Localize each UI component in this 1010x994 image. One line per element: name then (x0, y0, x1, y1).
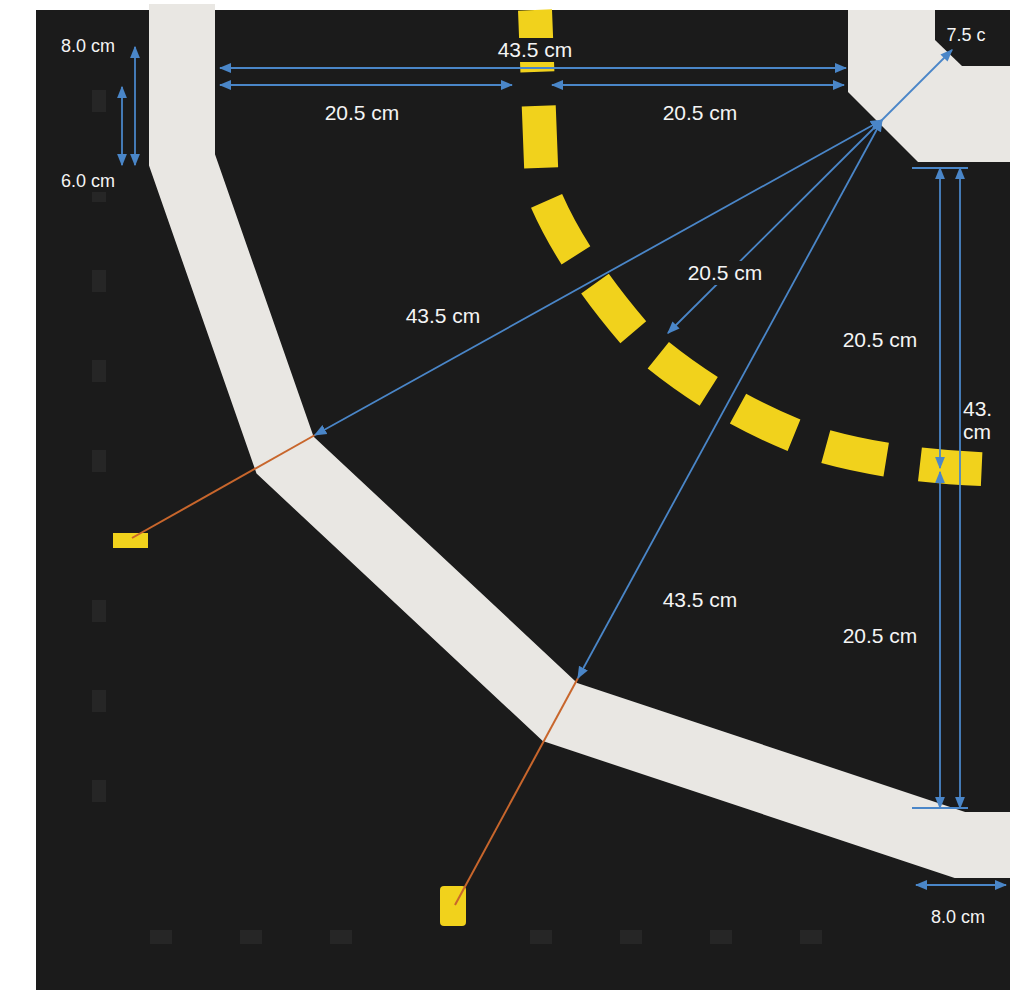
dimension-label: 7.5 c (943, 26, 988, 46)
dimension-label: 6.0 cm (58, 172, 118, 192)
dimension-label: 43. cm (960, 397, 1006, 443)
foam-mat (935, 10, 1010, 66)
orange-guide (132, 435, 578, 905)
dimension-label: 43.5 cm (495, 38, 576, 61)
white-tape (182, 4, 1010, 845)
dimension-label: 20.5 cm (322, 101, 403, 124)
yellow-dashed-tape (535, 10, 1010, 470)
dimension-label: 20.5 cm (685, 261, 766, 284)
dimension-label: 20.5 cm (840, 328, 921, 351)
yellow-marker (113, 533, 148, 548)
dimension-label: 43.5 cm (403, 304, 484, 327)
dimension-label: 43.5 cm (660, 588, 741, 611)
dimension-label: 8.0 cm (928, 908, 988, 928)
dimension-line (122, 47, 1006, 885)
dimension-label: 20.5 cm (660, 101, 741, 124)
dimension-label: 20.5 cm (840, 624, 921, 647)
dimension-label: 8.0 cm (58, 37, 118, 57)
